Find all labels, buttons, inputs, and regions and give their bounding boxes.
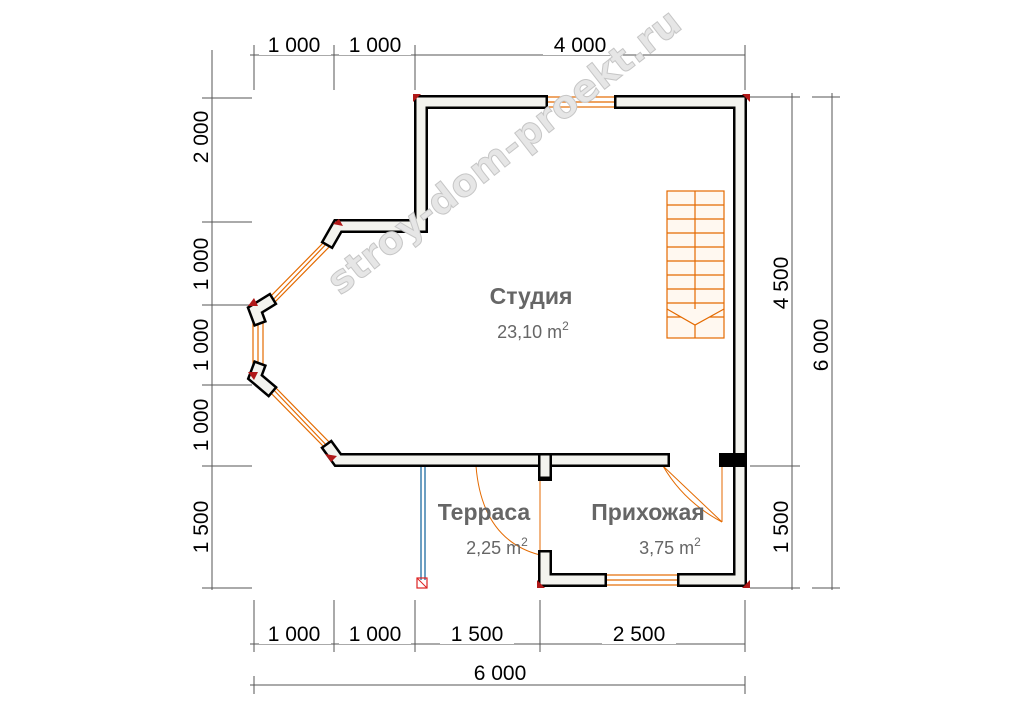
room-studio-name: Студия	[490, 283, 573, 309]
dim-left-4: 1 000	[190, 399, 213, 452]
terrace-railing	[416, 466, 428, 589]
dim-left-1: 2 000	[190, 111, 213, 164]
room-labels: Студия 23,10 m2 Терраса 2,25 m2 Прихожая…	[438, 283, 705, 558]
dim-bottom-4: 2 500	[613, 623, 666, 646]
corner-markers	[248, 94, 750, 588]
walls[interactable]	[246, 95, 747, 587]
dim-right-1: 4 500	[770, 257, 793, 310]
dim-bottom-2: 1 000	[349, 623, 402, 646]
dim-top-3: 4 000	[554, 34, 607, 57]
dim-top-1: 1 000	[268, 34, 321, 57]
doors	[475, 465, 723, 556]
room-hallway-area: 3,75 m2	[639, 535, 701, 558]
dim-right-total: 6 000	[810, 319, 833, 372]
dim-bottom-total: 6 000	[474, 662, 527, 685]
dim-left-2: 1 000	[190, 238, 213, 291]
dimension-lines	[202, 45, 840, 694]
dim-right-2: 1 500	[770, 501, 793, 554]
staircase	[666, 190, 725, 339]
room-terrace-area: 2,25 m2	[466, 535, 528, 558]
room-terrace-name: Терраса	[438, 499, 531, 525]
dim-left-5: 1 500	[190, 501, 213, 554]
dimension-labels: 1 000 1 000 4 000 2 000 1 000 1 000 1 00…	[190, 33, 833, 685]
dim-bottom-3: 1 500	[451, 623, 504, 646]
dim-bottom-1: 1 000	[268, 623, 321, 646]
dim-left-3: 1 000	[190, 319, 213, 372]
dim-top-2: 1 000	[349, 34, 402, 57]
room-studio-area: 23,10 m2	[497, 319, 569, 342]
room-hallway-name: Прихожая	[591, 499, 704, 525]
